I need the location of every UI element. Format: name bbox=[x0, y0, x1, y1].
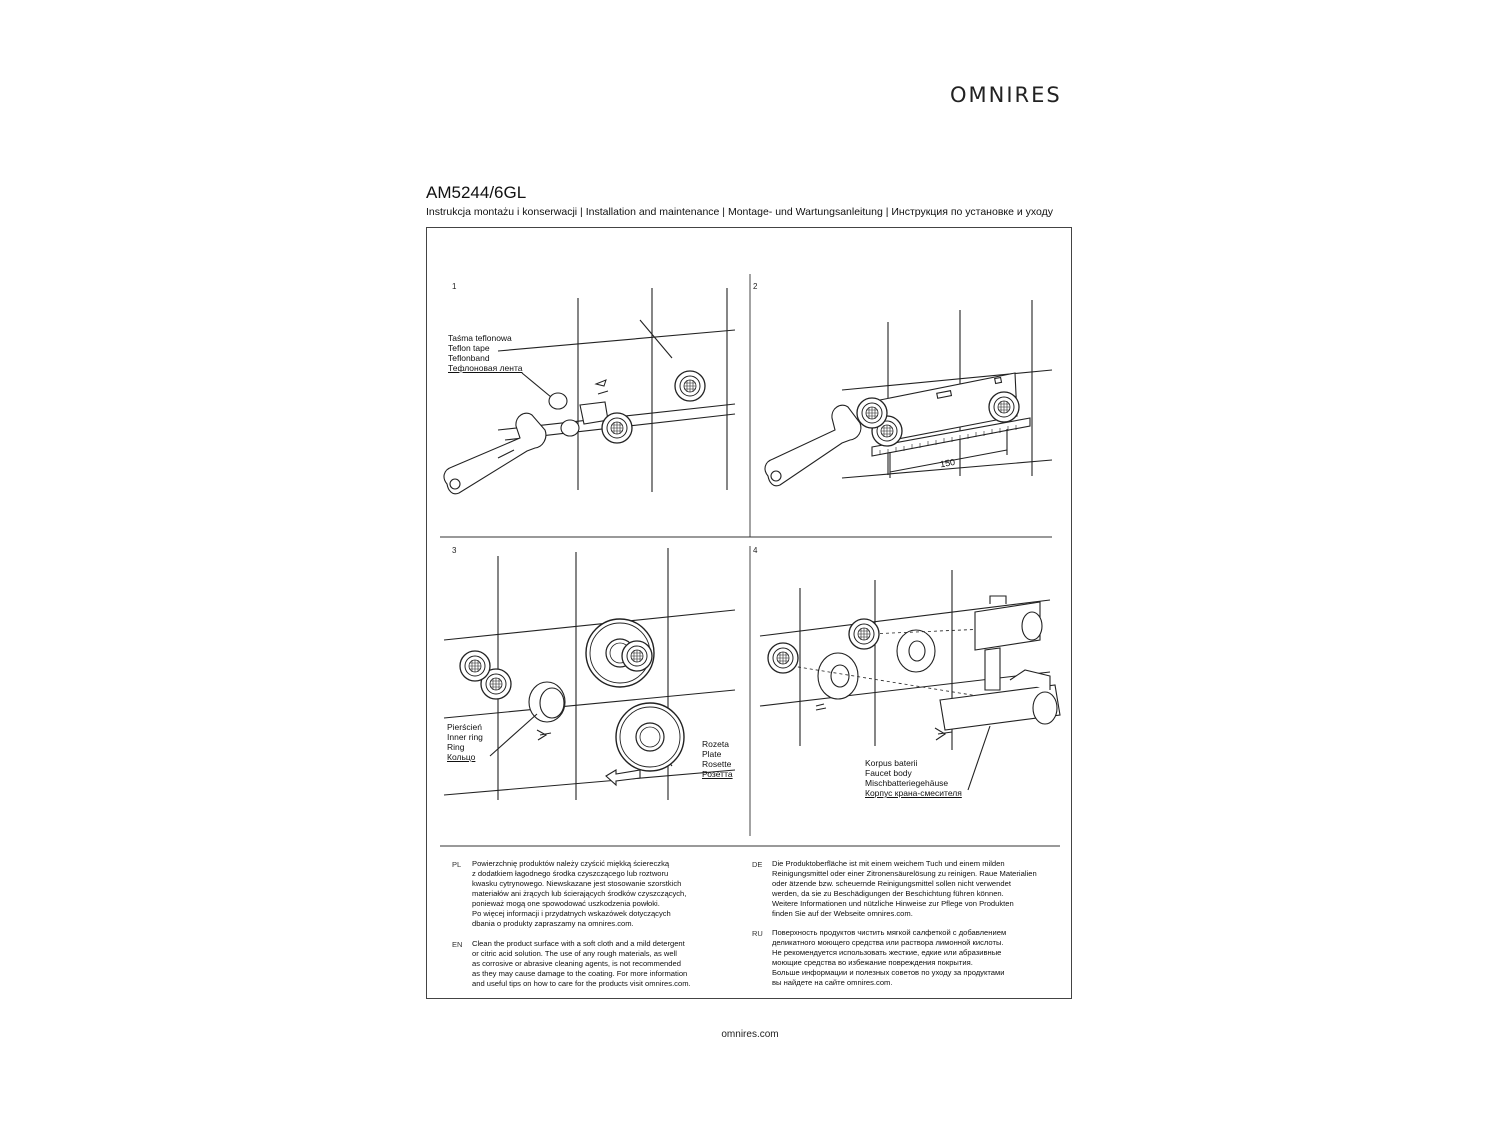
faucet-body-callout: Korpus baterii Faucet body Mischbatterie… bbox=[865, 758, 962, 798]
text-line: materiałów ani żrących lub ścierających … bbox=[472, 889, 687, 898]
connector-icon bbox=[674, 370, 706, 402]
lang-code-pl: PL bbox=[452, 860, 462, 869]
callout-line: Plate bbox=[702, 749, 722, 759]
callout-line: Rozeta bbox=[702, 739, 729, 749]
text-line: z dodatkiem łagodnego środka czyszcząceg… bbox=[472, 869, 669, 878]
callout-line: Розетта bbox=[702, 769, 733, 779]
lang-code-ru: RU bbox=[752, 929, 763, 938]
text-line: Po więcej informacji i przydatnych wskaz… bbox=[472, 909, 671, 918]
model-title: AM5244/6GL bbox=[426, 183, 527, 202]
connector-icon bbox=[459, 650, 491, 682]
text-line: and useful tips on how to care for the p… bbox=[472, 979, 691, 988]
text-line: kwasku cytrynowego. Niewskazane jest sto… bbox=[472, 879, 682, 888]
callout-line: Кольцо bbox=[447, 752, 476, 762]
text-line: dbania o produkty zapraszamy na omnires.… bbox=[472, 919, 634, 928]
footer-website-link[interactable]: omnires.com bbox=[721, 1029, 779, 1040]
text-line: Weitere Informationen und nützliche Hinw… bbox=[772, 899, 1014, 908]
callout-line: Teflon tape bbox=[448, 343, 490, 353]
text-line: деликатного моющего средства или раствор… bbox=[772, 938, 1004, 947]
text-line: вы найдете на сайте omnires.com. bbox=[772, 978, 893, 987]
push-arrow-icon bbox=[605, 769, 641, 787]
callout-line: Ring bbox=[447, 742, 465, 752]
step-number-4: 4 bbox=[753, 546, 758, 555]
connector-icon bbox=[856, 397, 888, 429]
step-number-3: 3 bbox=[452, 546, 457, 555]
text-line: Не рекомендуется использовать жесткие, е… bbox=[772, 948, 1002, 957]
text-line: Reinigungsmittel oder einer Zitronensäur… bbox=[772, 869, 1037, 878]
callout-line: Pierścień bbox=[447, 722, 482, 732]
care-text-en: Clean the product surface with a soft cl… bbox=[472, 939, 691, 989]
text-line: Поверхность продуктов чистить мягкой сал… bbox=[772, 928, 1007, 937]
plate-callout: Rozeta Plate Rosette Розетта bbox=[702, 739, 733, 779]
callout-line: Тефлоновая лента bbox=[448, 363, 523, 373]
callout-line: Taśma teflonowa bbox=[448, 333, 512, 343]
care-text-ru: Поверхность продуктов чистить мягкой сал… bbox=[772, 928, 1006, 988]
text-line: as they may cause damage to the coating.… bbox=[472, 969, 688, 978]
text-line: werden, da sie zu Beschädigungen der Bes… bbox=[772, 889, 1004, 898]
care-text-de: Die Produktoberfläche ist mit einem weic… bbox=[772, 859, 1037, 919]
callout-line: Корпус крана-смесителя bbox=[865, 788, 962, 798]
inner-ring-callout: Pierścień Inner ring Ring Кольцо bbox=[447, 722, 483, 762]
text-line: oder ätzende bzw. scheuernde Reinigungsm… bbox=[772, 879, 1011, 888]
text-line: or citric acid solution. The use of any … bbox=[472, 949, 677, 958]
callout-line: Faucet body bbox=[865, 768, 912, 778]
step4-illustration bbox=[759, 570, 1061, 791]
text-line: Clean the product surface with a soft cl… bbox=[472, 939, 685, 948]
step1-illustration bbox=[443, 288, 736, 495]
connector-icon bbox=[988, 391, 1020, 423]
text-line: Powierzchnię produktów należy czyścić mi… bbox=[472, 859, 670, 868]
connector-icon bbox=[601, 412, 633, 444]
callout-line: Rosette bbox=[702, 759, 732, 769]
lang-code-de: DE bbox=[752, 860, 763, 869]
care-text-pl: Powierzchnię produktów należy czyścić mi… bbox=[472, 859, 686, 929]
text-line: finden Sie auf der Webseite omnires.com. bbox=[772, 909, 913, 918]
text-line: Больше информации и полезных советов по … bbox=[772, 968, 1005, 977]
connector-icon bbox=[767, 642, 799, 674]
brand-logo: OMNIRES bbox=[950, 83, 1062, 107]
text-line: Die Produktoberfläche ist mit einem weic… bbox=[772, 859, 1005, 868]
callout-line: Inner ring bbox=[447, 732, 483, 742]
connector-icon bbox=[848, 618, 880, 650]
lang-code-en: EN bbox=[452, 940, 463, 949]
connector-icon bbox=[621, 640, 653, 672]
step-number-2: 2 bbox=[753, 282, 758, 291]
dimension-label: 150 bbox=[939, 457, 956, 469]
text-line: моющие средства во избежание повреждения… bbox=[772, 958, 973, 967]
text-line: as corrosive or abrasive cleaning agents… bbox=[472, 959, 681, 968]
rotate-arrow-icon bbox=[594, 379, 609, 395]
callout-line: Teflonband bbox=[448, 353, 490, 363]
callout-line: Korpus baterii bbox=[865, 758, 918, 768]
step-number-1: 1 bbox=[452, 282, 457, 291]
instruction-frame bbox=[426, 227, 1072, 999]
teflon-tape-callout: Taśma teflonowa Teflon tape Teflonband Т… bbox=[448, 333, 522, 373]
step2-illustration bbox=[764, 300, 1053, 487]
text-line: ponieważ mogą one spowodować uszkodzenia… bbox=[472, 899, 660, 908]
document-subtitle: Instrukcja montażu i konserwacji | Insta… bbox=[426, 206, 1054, 218]
callout-line: Mischbatteriegehäuse bbox=[865, 778, 949, 788]
rosette-icon bbox=[615, 702, 685, 772]
